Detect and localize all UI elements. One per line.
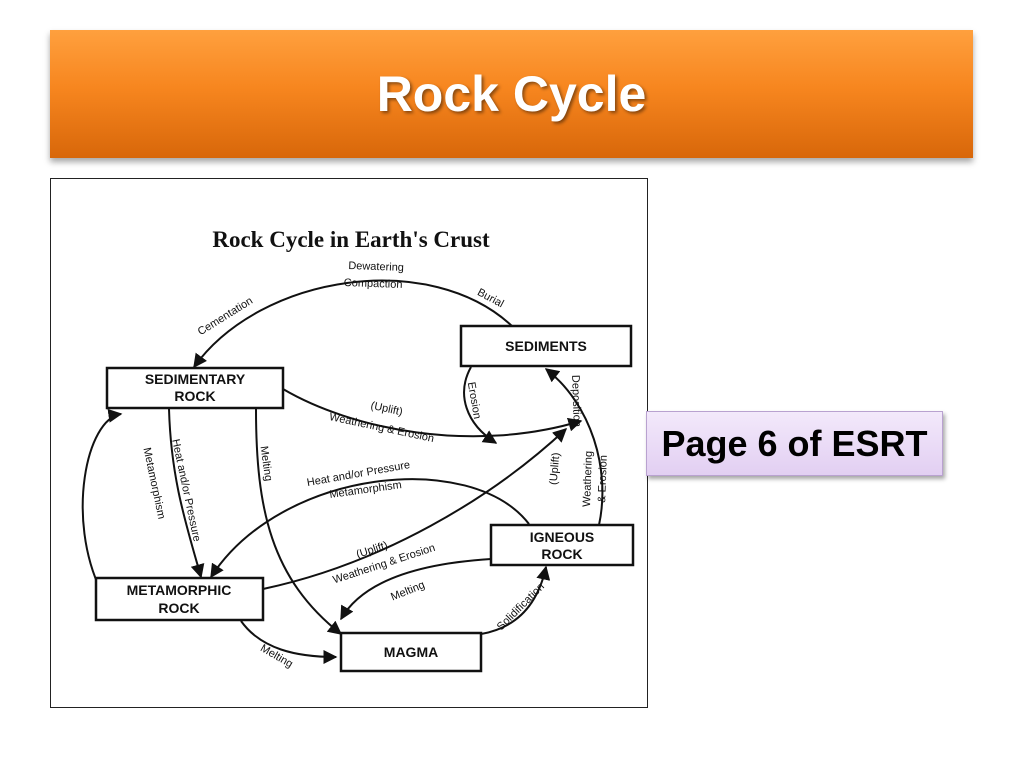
callout-text: Page 6 of ESRT xyxy=(661,422,928,464)
arrow-metamorphic-melting xyxy=(240,620,338,664)
slide-title-bar: Rock Cycle xyxy=(50,30,973,158)
arrow-metamorphic-weathering xyxy=(262,428,568,590)
label-erosion: Erosion xyxy=(465,381,483,420)
arrow-sedimentary-to-metamorphic xyxy=(168,408,205,579)
magma-box xyxy=(339,631,483,673)
label-heat-pressure-left: Heat and/or Pressure xyxy=(169,438,202,543)
label-cementation: Cementation xyxy=(196,295,255,338)
label-dewatering: Dewatering xyxy=(348,260,404,274)
arrow-igneous-melting xyxy=(340,558,492,621)
sediments-label: SEDIMENTS xyxy=(505,338,587,354)
sedimentary-label-2: ROCK xyxy=(174,388,215,404)
label-melting-center: Melting xyxy=(258,445,275,482)
label-uplift-right: (Uplift) xyxy=(548,452,563,485)
arrow-sediments-to-sedimentary xyxy=(193,279,514,369)
sedimentary-rock-box xyxy=(105,366,285,410)
sediments-box xyxy=(459,324,633,368)
rock-cycle-diagram: Rock Cycle in Earth's Crust xyxy=(50,178,648,708)
arrow-sedimentary-weathering xyxy=(282,388,583,438)
label-solidification: Solidification xyxy=(495,581,547,633)
label-melting-igneous: Melting xyxy=(389,579,426,603)
igneous-label-2: ROCK xyxy=(541,546,582,562)
label-deposition: Deposition xyxy=(569,375,583,427)
metamorphic-rock-box xyxy=(94,576,265,622)
arrow-igneous-to-metamorphic xyxy=(210,478,530,579)
igneous-label-1: IGNEOUS xyxy=(530,529,595,545)
label-compaction: Compaction xyxy=(344,277,403,291)
diagram-title: Rock Cycle in Earth's Crust xyxy=(212,227,490,252)
metamorphic-label-2: ROCK xyxy=(158,600,199,616)
arrow-metamorphic-loop xyxy=(81,408,123,592)
label-burial: Burial xyxy=(475,286,505,310)
igneous-rock-box xyxy=(489,523,635,567)
arrow-igneous-uplift xyxy=(544,368,604,526)
label-uplift-top: (Uplift) xyxy=(370,400,404,418)
slide-title: Rock Cycle xyxy=(376,66,647,122)
label-melting-bottom: Melting xyxy=(258,642,295,670)
diagram-canvas: Rock Cycle in Earth's Crust xyxy=(81,227,635,673)
arrow-sedimentary-melting xyxy=(255,408,343,635)
magma-label: MAGMA xyxy=(384,644,438,660)
label-weathering-top: Weathering & Erosion xyxy=(328,411,435,445)
arrow-solidification xyxy=(480,565,551,635)
sedimentary-label-1: SEDIMENTARY xyxy=(145,371,246,387)
label-weathering-right-1: Weathering xyxy=(581,451,595,507)
metamorphic-label-1: METAMORPHIC xyxy=(127,582,232,598)
label-metamorphism-left: Metamorphism xyxy=(141,447,168,521)
label-weathering-right-2: & Erosion xyxy=(596,455,610,503)
esrt-page-callout: Page 6 of ESRT xyxy=(646,411,943,476)
